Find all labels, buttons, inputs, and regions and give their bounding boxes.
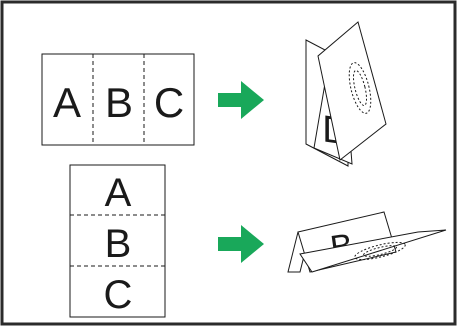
folded-horizontal-front-panel: [299, 229, 447, 273]
folded-vertical-hidden-text-inner: [352, 69, 368, 107]
right-arrow-icon: [218, 225, 264, 263]
folded-vertical-sheet: D: [305, 21, 387, 167]
folded-vertical-hidden-text-outline: [348, 62, 372, 114]
folded-horizontal-hidden-text-inner: [362, 245, 398, 257]
vertical-panel-b: B: [105, 222, 132, 266]
vertical-panel-a: A: [105, 171, 132, 215]
horizontal-panel-c: C: [154, 79, 184, 126]
horizontal-sheet-outline: [41, 53, 195, 146]
vertical-sheet: A B C: [69, 164, 166, 318]
right-arrow-icon: [218, 81, 264, 119]
horizontal-panel-b: B: [105, 79, 133, 126]
vertical-panel-c: C: [104, 273, 133, 317]
horizontal-panel-a: A: [53, 79, 81, 126]
folded-vertical-front-panel: [317, 21, 387, 161]
folded-horizontal-hidden-text-outline: [354, 241, 406, 261]
folded-horizontal-sheet: B: [287, 211, 447, 273]
horizontal-sheet: A B C: [41, 53, 195, 146]
vertical-sheet-outline: [69, 164, 166, 318]
